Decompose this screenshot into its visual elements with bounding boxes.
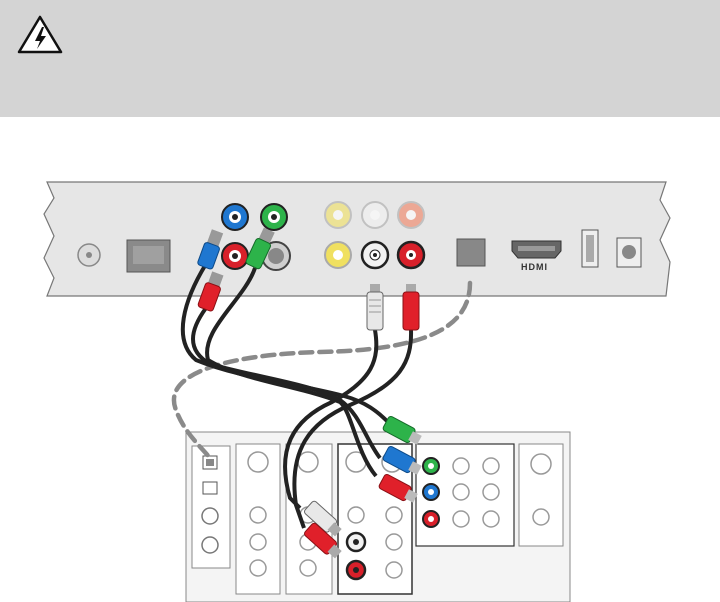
audio-right-jack[interactable] <box>398 242 424 268</box>
power-jack[interactable] <box>617 238 641 267</box>
coax-port[interactable] <box>78 244 100 266</box>
component-y-jack[interactable] <box>261 204 287 230</box>
tv-optical-port[interactable] <box>203 456 217 469</box>
ethernet-port[interactable] <box>127 240 170 272</box>
tv-component-pr-jack[interactable] <box>423 511 439 527</box>
hdmi-port[interactable] <box>512 241 561 258</box>
optical-audio-port[interactable] <box>457 239 485 266</box>
hdmi-label: HDMI <box>521 262 548 272</box>
tv-component-y-jack[interactable] <box>423 458 439 474</box>
composite-video-jack[interactable] <box>325 242 351 268</box>
component-pb-jack[interactable] <box>222 204 248 230</box>
settop-box: HDMI <box>44 182 670 296</box>
component-pr-jack[interactable] <box>222 243 248 269</box>
tv-audio-right-jack[interactable] <box>347 561 365 579</box>
composite-top-row <box>325 202 424 228</box>
tv-component-pb-jack[interactable] <box>423 484 439 500</box>
tv-audio-left-jack[interactable] <box>347 533 365 551</box>
usb-port[interactable] <box>582 230 598 267</box>
audio-left-jack[interactable] <box>362 242 388 268</box>
